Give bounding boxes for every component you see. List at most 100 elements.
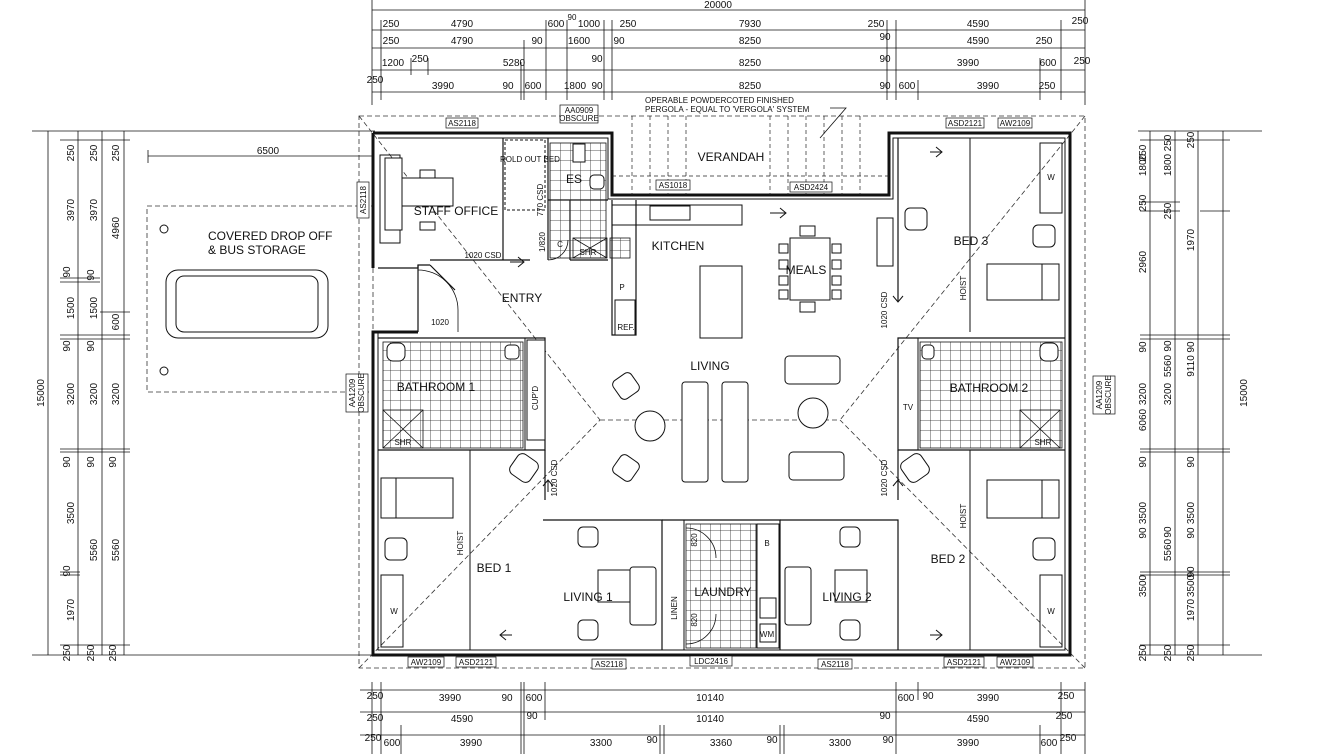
label-w-1: W [390,607,398,616]
dim: 1800 [1163,153,1174,176]
dim: 250 [1163,202,1174,219]
dim: 6060 [1138,408,1149,431]
dim: 250 [1036,36,1053,47]
dim: 600 [899,81,916,92]
dim: 90 [502,81,514,92]
right-dimensions [1138,130,1262,656]
label-tv: TV [903,403,914,412]
window-tag: AA0909 [565,106,594,115]
dim: 5560 [111,538,122,561]
dim: 250 [1072,16,1089,27]
dim: 250 [620,19,637,30]
dim: 4790 [451,36,474,47]
window-tags: AS2118 AA0909 OBSCURE AS1018 ASD2424 ASD… [345,104,1116,670]
dim: 250 [383,19,400,30]
furniture [159,139,1060,649]
label-ref: REF. [617,323,634,332]
note-line-1: OPERABLE POWDERCOTED FINISHED [645,96,794,105]
door-label: 1020 CSD [880,459,889,496]
dim: 3990 [439,693,462,704]
dim: 3500 [1138,574,1149,597]
dim: 1970 [1186,228,1197,251]
label-shr-2: SHR [1035,438,1052,447]
dim: 4590 [967,714,990,725]
door-label: 1/820 [538,231,547,252]
dim: 250 [1186,131,1197,148]
bottom-dimension-text: 250 3990 90 600 10140 600 90 3990 250 25… [365,691,1077,749]
dim: 90 [613,36,625,47]
dim: 1970 [1186,598,1197,621]
dim: 90 [591,81,603,92]
dim: 1200 [382,58,405,69]
dim: 90 [879,54,891,65]
door-label: 1020 [431,318,449,327]
drop-off-label-2: & BUS STORAGE [208,243,306,257]
note-leader [819,107,847,139]
dim: 90 [1138,527,1149,539]
right-dimension-text: 15000 250 1800 250 2960 90 3200 90 3500 … [1138,131,1250,661]
dim: 90 [879,711,891,722]
dim: 90 [62,456,73,468]
label-linen: LINEN [670,596,679,620]
dim: 1970 [66,598,77,621]
drop-off-label-1: COVERED DROP OFF [208,229,332,243]
dim: 250 [1163,134,1174,151]
dim: 90 [1138,456,1149,468]
dim-total-right: 15000 [1239,379,1250,407]
dim: 600 [525,81,542,92]
dim: 90 [1163,526,1174,538]
label-hoist-3: HOIST [959,276,968,301]
dim: 4960 [111,216,122,239]
room-label-es: ES [566,172,582,186]
dim: 1600 [568,36,591,47]
window-tag: AS2118 [359,186,368,214]
window-tag: AS2118 [448,119,476,128]
dim: 90 [646,735,658,746]
label-shr-es: SHR [580,248,597,257]
door-label: 820 [690,613,699,627]
dim: 250 [365,733,382,744]
dim: 250 [383,36,400,47]
dim: 90 [108,456,119,468]
dim: 5280 [503,58,526,69]
room-label-entry: ENTRY [502,291,542,305]
dim: 250 [89,144,100,161]
dim: 3990 [957,58,980,69]
dim: 3990 [460,738,483,749]
dim: 10140 [696,693,724,704]
window-tag: AS2118 [595,660,623,669]
door-swings [417,239,717,645]
room-label-staff-office: STAFF OFFICE [414,204,498,218]
door-label: 1020 CSD [550,459,559,496]
dim: 1800 [1138,153,1149,176]
dim: 4590 [451,714,474,725]
window-tag: OBSCURE [1104,375,1113,415]
room-labels: STAFF OFFICE VERANDAH ES KITCHEN MEALS B… [208,150,1029,604]
dim: 250 [62,644,73,661]
door-label: 820 [690,533,699,547]
dim: 3970 [66,198,77,221]
dim: 600 [526,693,543,704]
dim: 250 [86,644,97,661]
top-dimensions [371,0,1086,105]
dim: 250 [1138,194,1149,211]
dim: 3990 [977,81,1000,92]
dim: 2960 [1138,250,1149,273]
room-label-verandah: VERANDAH [698,150,765,164]
window-tag: ASD2121 [947,658,982,667]
dim: 3200 [111,382,122,405]
room-label-bathroom2: BATHROOM 2 [950,381,1029,395]
shower-crosses [382,237,1061,449]
dim: 3200 [66,382,77,405]
room-label-laundry: LAUNDRY [694,585,751,599]
label-hoist-2: HOIST [959,504,968,529]
dim-total-top: 20000 [704,0,732,11]
label-roll-out: ROLD OUT BED [500,155,560,164]
label-shr-1: SHR [395,438,412,447]
door-label: 770 CSD [536,184,545,217]
dim: 250 [1138,644,1149,661]
dim: 90 [591,54,603,65]
left-dimensions [32,130,375,656]
dim: 4790 [451,19,474,30]
dim: 3990 [977,693,1000,704]
